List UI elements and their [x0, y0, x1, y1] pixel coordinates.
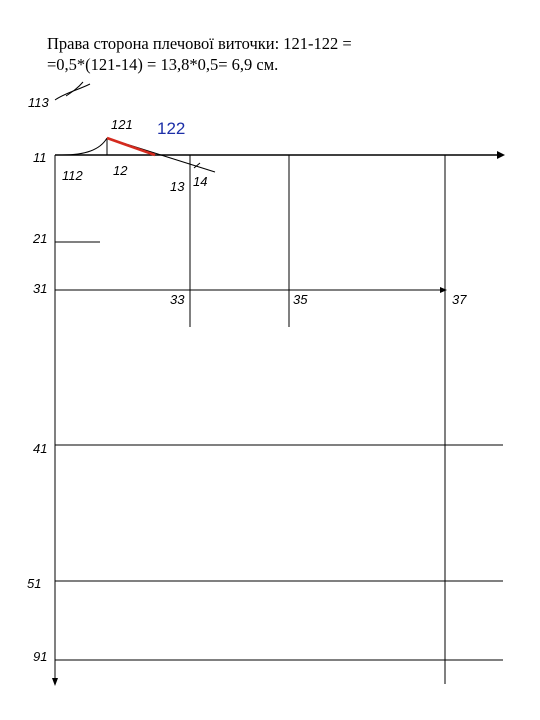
construction-formula: Права сторона плечової виточки: 121-122 …: [47, 33, 527, 75]
label-14: 14: [193, 174, 207, 189]
formula-line-2: =0,5*(121-14) = 13,8*0,5= 6,9 см.: [47, 55, 279, 74]
leader-curl-113: [65, 81, 84, 97]
label-121: 121: [111, 117, 133, 132]
arrowhead-line-11: [497, 151, 505, 159]
arrowhead-line-31: [440, 287, 447, 293]
label-112: 112: [62, 168, 83, 183]
label-35: 35: [293, 292, 308, 307]
arrowhead-vertical-axis: [52, 678, 58, 686]
label-13: 13: [170, 179, 185, 194]
label-21: 21: [32, 231, 47, 246]
formula-line-1: Права сторона плечової виточки: 121-122 …: [47, 34, 352, 53]
label-33: 33: [170, 292, 185, 307]
label-37: 37: [452, 292, 467, 307]
label-113: 113: [28, 95, 49, 110]
neck-curve: [61, 137, 108, 156]
label-91: 91: [33, 649, 47, 664]
label-51: 51: [27, 576, 41, 591]
label-12: 12: [113, 163, 128, 178]
label-31: 31: [33, 281, 47, 296]
label-122: 122: [157, 119, 185, 138]
point-14-mark: [193, 162, 201, 169]
label-11: 11: [33, 150, 47, 165]
label-41: 41: [33, 441, 47, 456]
dart-side-121-122: [106, 136, 156, 157]
